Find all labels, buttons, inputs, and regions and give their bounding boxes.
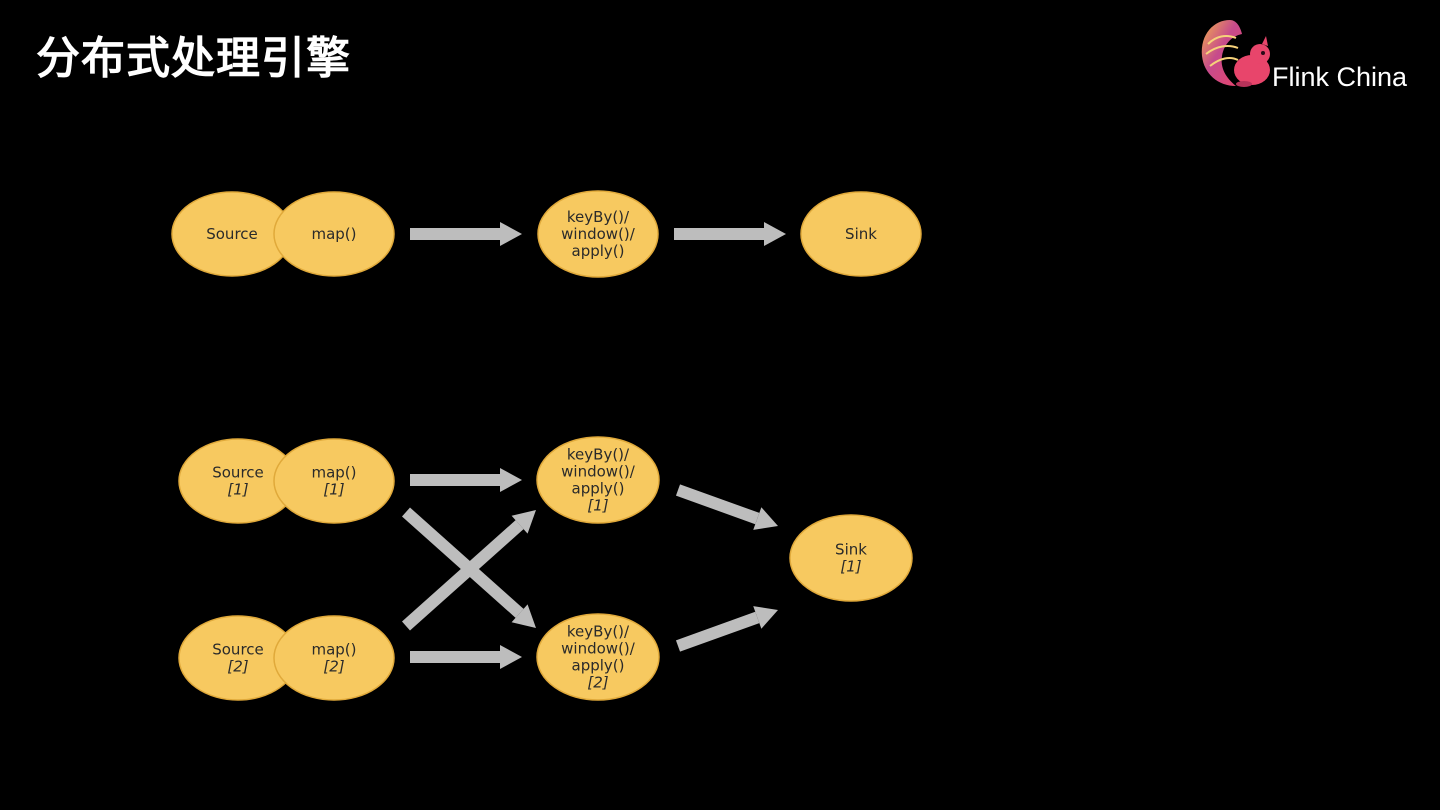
node-shape	[800, 191, 922, 277]
node-label: Source	[206, 225, 258, 243]
node-label: keyBy()/	[567, 446, 630, 464]
node-shape	[273, 438, 395, 524]
node-shape	[273, 191, 395, 277]
flow-arrow	[410, 468, 522, 492]
flow-arrow	[675, 484, 778, 530]
flow-arrow	[674, 222, 786, 246]
node-label: map()	[311, 225, 356, 243]
node-label: map()	[311, 641, 356, 659]
node-label: Source	[212, 464, 264, 482]
node-shape	[789, 514, 913, 602]
node-shape	[536, 436, 660, 524]
node-label: apply()	[572, 242, 625, 260]
flow-arrow	[402, 509, 537, 631]
squirrel-logo-icon	[1201, 20, 1270, 87]
node-label: [2]	[323, 658, 344, 676]
flow-arrow	[410, 645, 522, 669]
flow-arrow	[402, 507, 537, 629]
node-label: window()/	[561, 225, 636, 243]
flow-arrow	[675, 606, 778, 652]
node-label: [1]	[587, 497, 608, 515]
flow-arrow	[410, 222, 522, 246]
node-shape	[537, 190, 659, 278]
node-label: window()/	[561, 640, 636, 658]
node-label: Sink	[835, 541, 867, 559]
node-shape	[273, 615, 395, 701]
operator-node: keyBy()/window()/apply()[1]	[536, 436, 660, 524]
node-label: Source	[212, 641, 264, 659]
operator-node: map()	[273, 191, 395, 277]
node-label: keyBy()/	[567, 623, 630, 641]
node-label: [1]	[840, 558, 861, 576]
node-label: [2]	[587, 674, 608, 692]
operator-node: map()[2]	[273, 615, 395, 701]
operator-node: keyBy()/window()/apply()	[537, 190, 659, 278]
node-label: keyBy()/	[567, 208, 630, 226]
node-label: apply()	[572, 480, 625, 498]
operator-node: Sink	[800, 191, 922, 277]
brand-name: Flink China	[1272, 62, 1408, 92]
node-label: map()	[311, 464, 356, 482]
brand-logo: Flink China	[1196, 14, 1432, 98]
operator-node: Sink[1]	[789, 514, 913, 602]
node-label: [1]	[227, 481, 248, 499]
operator-node: keyBy()/window()/apply()[2]	[536, 613, 660, 701]
node-label: window()/	[561, 463, 636, 481]
operator-node: map()[1]	[273, 438, 395, 524]
operator-node: Source[1]	[178, 438, 298, 524]
node-label: [1]	[323, 481, 344, 499]
node-shape	[536, 613, 660, 701]
node-label: apply()	[572, 657, 625, 675]
node-label: [2]	[227, 658, 248, 676]
node-label: Sink	[845, 225, 877, 243]
page-title: 分布式处理引擎	[36, 33, 351, 84]
